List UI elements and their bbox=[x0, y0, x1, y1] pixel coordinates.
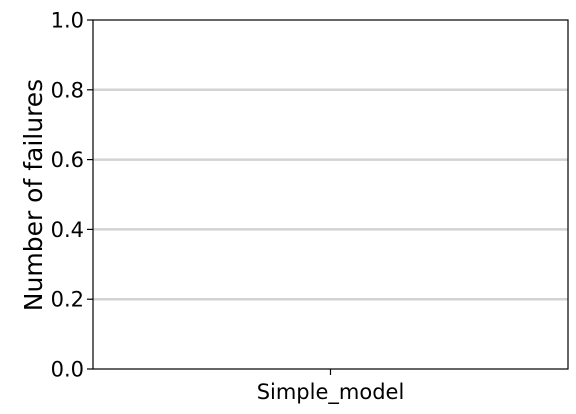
x-tick-label: Simple_model bbox=[257, 380, 405, 405]
y-tick-label: 1.0 bbox=[51, 9, 84, 33]
x-axis: Simple_model bbox=[257, 369, 405, 405]
gridlines bbox=[93, 88, 568, 301]
y-tick-label: 0.8 bbox=[51, 78, 84, 102]
y-tick-label: 0.0 bbox=[51, 358, 84, 382]
y-tick-label: 0.2 bbox=[51, 288, 84, 312]
y-tick-label: 0.6 bbox=[51, 148, 84, 172]
y-tick-label: 0.4 bbox=[51, 218, 84, 242]
plot-frame bbox=[92, 19, 569, 370]
y-axis-title: Number of failures bbox=[19, 79, 48, 311]
y-axis: 0.0 0.2 0.4 0.6 0.8 1.0 bbox=[51, 9, 93, 382]
